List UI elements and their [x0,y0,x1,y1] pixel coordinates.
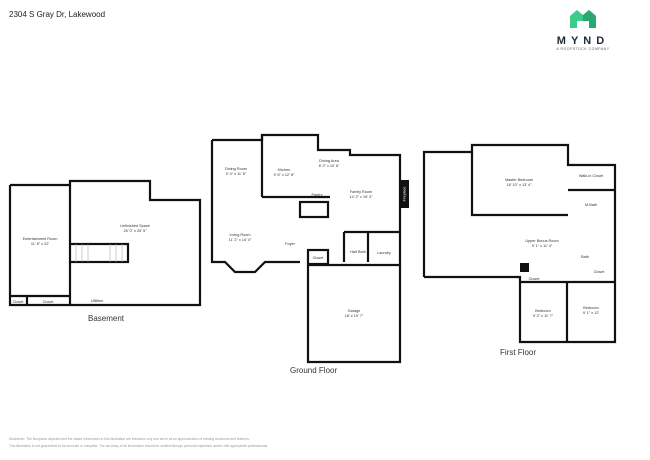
room-label: Bedroom [535,309,550,313]
room-label: Foyer [285,242,295,246]
room-label: 26' 0" x 25' 5" [124,229,148,233]
room-label: Pantry [312,193,323,197]
house-logo-icon [570,10,596,28]
room-label: Bath [581,255,589,259]
room-label: 9' 6" x 12' 8" [274,173,295,177]
room-label: Living Room [229,233,250,237]
room-label: 9' 4" x 11' 8" [226,172,247,176]
room-label: 11' 8" x 22' [31,242,49,246]
disclaimer-line-2: This illustration is not guaranteed to b… [9,444,269,448]
room-label: Utilities [91,299,103,303]
room-label: 18' x 19' 7" [345,314,364,318]
room-label: 9' 1" x 12' [583,311,600,315]
fireplace-label: Fireplace [402,187,406,202]
mynd-logo: MYND A ROOFSTOCK COMPANY [548,8,618,51]
room-label: Unfinished Space [120,224,150,228]
room-label: Entertainment Room [23,237,58,241]
ground-floor-label: Ground Floor [290,366,338,375]
room-label: Family Room [350,190,372,194]
room-label: M.Bath [585,203,597,207]
disclaimer-line-1: Disclaimer: The floorplans depicted and … [9,437,250,441]
room-label: Upper Bonus Room [525,239,558,243]
room-label: Dining Room [225,167,247,171]
room-label: 18' 10" x 13' 4" [506,183,532,187]
room-label: Closet [13,300,25,304]
room-label: Kitchen [278,168,291,172]
logo-tagline: A ROOFSTOCK COMPANY [556,47,610,51]
room-label: 14' 2" x 15' 3" [350,195,374,199]
room-label: Half Bath [350,250,366,254]
room-label: Laundry [377,251,391,255]
room-label: Master Bedroom [505,178,533,182]
room-label: 8' 2" x 10' 6" [319,164,340,168]
room-label: Closet [313,256,325,260]
room-label: Bedroom [583,306,598,310]
logo-wordmark: MYND [556,35,610,47]
basement-label: Basement [88,314,125,323]
room-label: Walk-in Closet [579,174,604,178]
property-address: 2304 S Gray Dr, Lakewood [9,10,106,19]
room-label: Closet [43,300,55,304]
fireplace [399,180,409,208]
room-label: 9' 2" x 11' 7" [533,314,554,318]
room-label: 9' 1" x 11' 4" [532,244,553,248]
room-label: Dining Area [319,159,340,163]
room-label: Closet [594,270,606,274]
room-label: 11' 2" x 14' 4" [229,238,252,242]
room-label: Garage [348,309,361,313]
room-label: Closet [529,277,541,281]
first-floor-label: First Floor [500,348,536,357]
basement-stairs [75,244,123,262]
